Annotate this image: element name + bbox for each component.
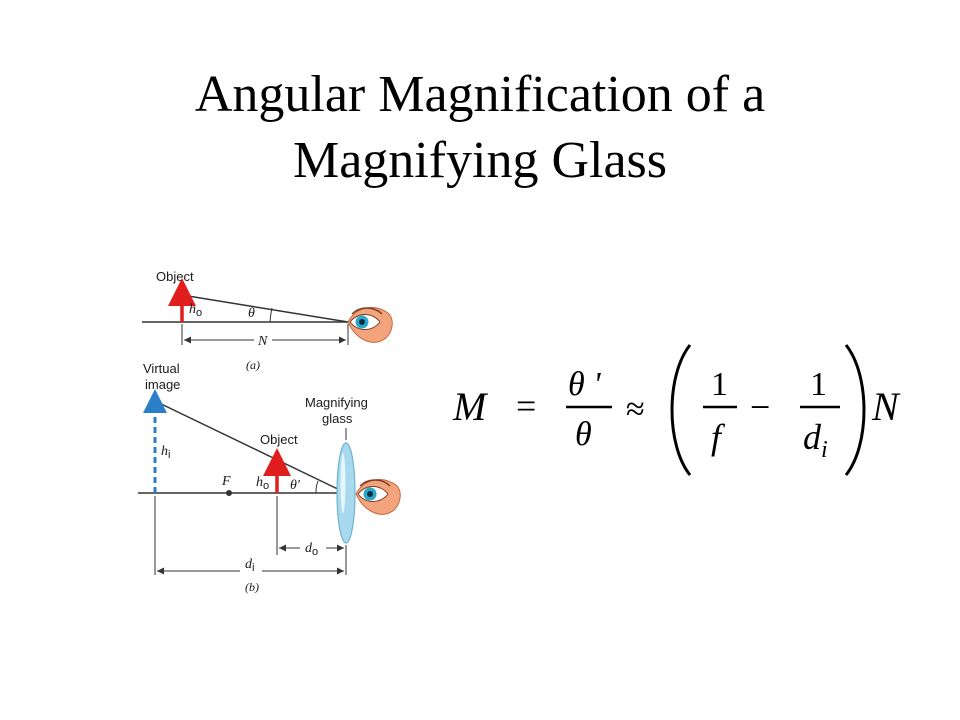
eq-M: M [452,384,489,429]
slide-title: Angular Magnification of a Magnifying Gl… [0,62,960,194]
ho-label-b: ho [256,475,269,492]
eq-one-b: 1 [810,366,827,403]
eq-approx: ≈ [626,391,645,428]
eq-theta: θ [575,416,592,453]
ray-b [154,400,347,494]
eq-d: di [803,417,828,463]
title-line-1: Angular Magnification of a [194,66,766,123]
diagram-b: Virtual image hi Object ho θ′ F Magnifyi… [138,361,401,594]
virtual-label-line1: Virtual [143,361,180,376]
lens-highlight [340,453,346,513]
caption-a: (a) [246,358,260,372]
do-label: do [305,541,318,558]
focal-point-marker [226,490,232,496]
eq-one-a: 1 [711,366,728,403]
ho-label-a: ho [189,302,202,319]
theta-arc-a [269,307,273,323]
eye-a-icon [347,307,393,343]
magnification-equation: M = θ ' θ ≈ 1 f − 1 di N [452,344,901,476]
diagram-a: Object ho θ N (a) [142,269,393,372]
distance-n-label: N [257,334,268,349]
focal-point-label: F [221,474,231,489]
eq-minus: − [750,387,770,427]
theta-prime-arc [315,480,319,494]
hi-label: hi [161,444,170,461]
theta-prime-label: θ′ [290,478,301,493]
eq-f: f [711,417,726,457]
eq-N: N [871,384,901,429]
virtual-label-line2: image [145,377,180,392]
eq-equals: = [516,386,536,426]
title-line-2: Magnifying Glass [292,132,668,189]
object-label-b: Object [260,432,298,447]
theta-label-a: θ [248,306,255,321]
glass-label-line2: glass [322,411,353,426]
magnifying-lens [336,442,356,544]
glass-label-line1: Magnifying [305,395,368,410]
eq-right-paren [844,344,866,476]
ray-a [181,294,349,323]
eq-theta-prime: θ ' [568,366,601,403]
caption-b: (b) [245,580,259,594]
eye-b-icon [355,479,401,515]
di-label: di [245,557,254,574]
eq-left-paren [670,344,692,476]
object-label-a: Object [156,269,194,284]
